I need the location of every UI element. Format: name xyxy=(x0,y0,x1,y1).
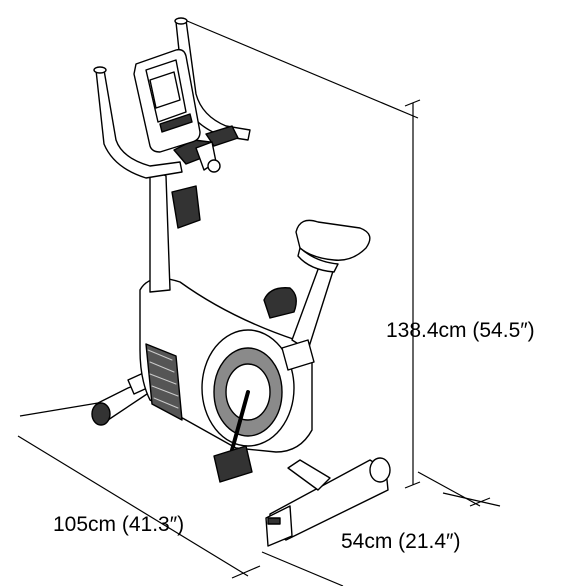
dimension-lines xyxy=(17,17,501,586)
length-dimension-label: 105cm (41.3″) xyxy=(53,513,185,536)
height-dimension-label: 138.4cm (54.5″) xyxy=(386,319,535,342)
bike-frame xyxy=(91,17,391,547)
width-dimension-label: 54cm (21.4″) xyxy=(341,530,461,553)
